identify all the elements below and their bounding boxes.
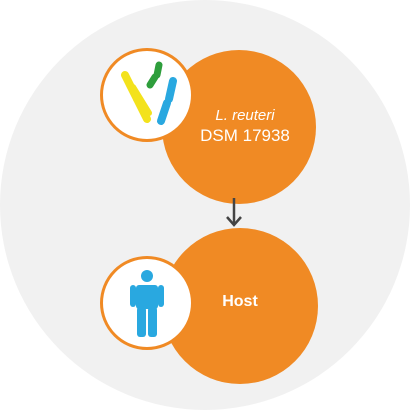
bacterium-strain-label: DSM 17938 xyxy=(200,126,290,145)
bacteria-icon xyxy=(121,61,177,125)
bacteria-badge xyxy=(100,48,194,142)
person-icon xyxy=(130,270,164,337)
arrow-down-icon xyxy=(226,198,242,227)
bacterium-species-label: L. reuteri xyxy=(215,107,275,124)
host-label: Host xyxy=(222,293,258,310)
person-badge xyxy=(100,256,194,350)
